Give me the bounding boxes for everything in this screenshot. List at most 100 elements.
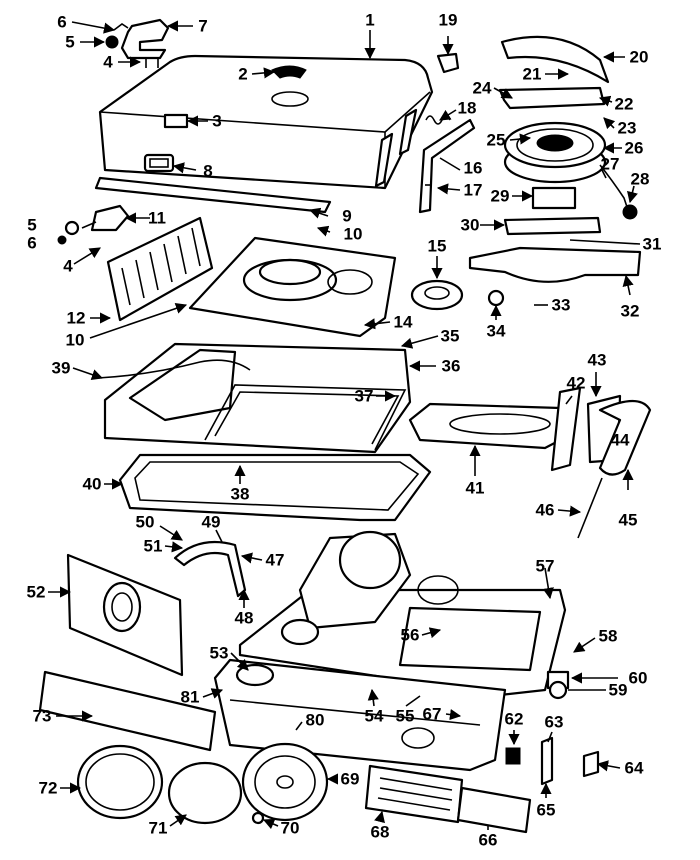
vent-68 (364, 764, 464, 824)
motor-base-57 (238, 530, 567, 697)
label-54: 54 (364, 706, 384, 726)
label-10-right: 10 (343, 224, 363, 244)
label-19: 19 (438, 10, 458, 30)
ring-15 (410, 279, 464, 311)
label-48: 48 (234, 608, 254, 628)
label-80: 80 (305, 710, 325, 730)
label-59: 59 (608, 680, 628, 700)
top-cover (98, 54, 434, 190)
label-47: 47 (265, 550, 285, 570)
label-4-left: 4 (63, 256, 73, 276)
part-53 (235, 663, 275, 687)
label-81: 81 (180, 687, 200, 707)
filter-box-36 (103, 342, 412, 454)
cable-39 (97, 359, 251, 379)
label-6-left: 6 (27, 233, 37, 253)
label-46: 46 (535, 500, 555, 520)
label-16: 16 (463, 158, 483, 178)
label-51: 51 (143, 536, 163, 556)
label-11: 11 (148, 208, 166, 228)
label-20: 20 (629, 47, 649, 67)
plate-30 (503, 216, 602, 236)
wheel-69 (241, 742, 329, 822)
label-7: 7 (198, 16, 208, 36)
label-1: 1 (365, 10, 375, 30)
label-44: 44 (610, 430, 630, 450)
rod-46 (577, 477, 603, 539)
base-plate-32 (468, 246, 642, 283)
bracket-22 (498, 86, 606, 110)
label-67: 67 (422, 704, 442, 724)
label-5-left: 5 (27, 215, 37, 235)
label-17: 17 (463, 180, 483, 200)
label-53: 53 (209, 643, 229, 663)
housing-tub-81 (213, 658, 507, 772)
label-25: 25 (486, 130, 506, 150)
housing-plate-14 (188, 236, 397, 338)
label-70: 70 (280, 818, 300, 838)
ring-72 (76, 744, 164, 820)
label-41: 41 (465, 478, 485, 498)
label-65: 65 (536, 800, 556, 820)
label-55: 55 (395, 706, 415, 726)
label-40: 40 (82, 474, 102, 494)
label-26: 26 (624, 138, 644, 158)
label-24: 24 (472, 78, 492, 98)
label-23: 23 (617, 118, 637, 138)
label-50: 50 (135, 512, 155, 532)
label-15: 15 (427, 236, 447, 256)
label-12: 12 (66, 308, 86, 328)
label-72: 72 (38, 778, 58, 798)
label-27: 27 (600, 154, 620, 174)
label-56: 56 (400, 625, 420, 645)
label-68: 68 (370, 822, 390, 842)
label-69: 69 (340, 769, 360, 789)
hinge-bracket-top (105, 18, 170, 68)
label-42: 42 (566, 373, 586, 393)
label-71: 71 (148, 818, 168, 838)
latch-bracket (418, 115, 476, 214)
label-45: 45 (618, 510, 638, 530)
part-63 (540, 736, 554, 786)
leader-lines (48, 20, 641, 830)
strip-9 (94, 176, 332, 214)
label-36: 36 (441, 356, 461, 376)
label-43: 43 (587, 350, 607, 370)
label-8: 8 (203, 161, 213, 181)
clip-19 (436, 52, 460, 74)
label-9: 9 (342, 206, 352, 226)
label-33: 33 (551, 295, 571, 315)
label-39: 39 (51, 358, 71, 378)
label-32: 32 (620, 301, 640, 321)
label-18: 18 (457, 98, 477, 118)
label-62: 62 (504, 709, 524, 729)
label-49: 49 (201, 512, 221, 532)
label-4-top: 4 (103, 52, 113, 72)
label-57: 57 (535, 556, 555, 576)
label-3: 3 (212, 111, 222, 131)
label-64: 64 (624, 758, 644, 778)
bracket-42 (550, 386, 582, 472)
label-22: 22 (614, 94, 634, 114)
label-60: 60 (628, 668, 648, 688)
part-64 (582, 750, 600, 778)
label-10-left: 10 (65, 330, 85, 350)
label-6-top: 6 (57, 12, 67, 32)
label-66: 66 (478, 830, 498, 850)
front-panel-52 (66, 553, 184, 677)
grille-12 (106, 216, 214, 322)
cord-reel (503, 121, 638, 220)
bracket-11 (90, 204, 130, 232)
label-31: 31 (642, 234, 662, 254)
pad-66 (456, 786, 532, 834)
label-2: 2 (238, 64, 248, 84)
plate-29 (531, 186, 577, 210)
label-29: 29 (490, 186, 510, 206)
disk-71 (167, 761, 243, 825)
label-28: 28 (630, 169, 650, 189)
screw-70 (251, 811, 265, 825)
bracket-49 (173, 540, 247, 598)
label-37: 37 (354, 386, 374, 406)
label-5-top: 5 (65, 32, 75, 52)
